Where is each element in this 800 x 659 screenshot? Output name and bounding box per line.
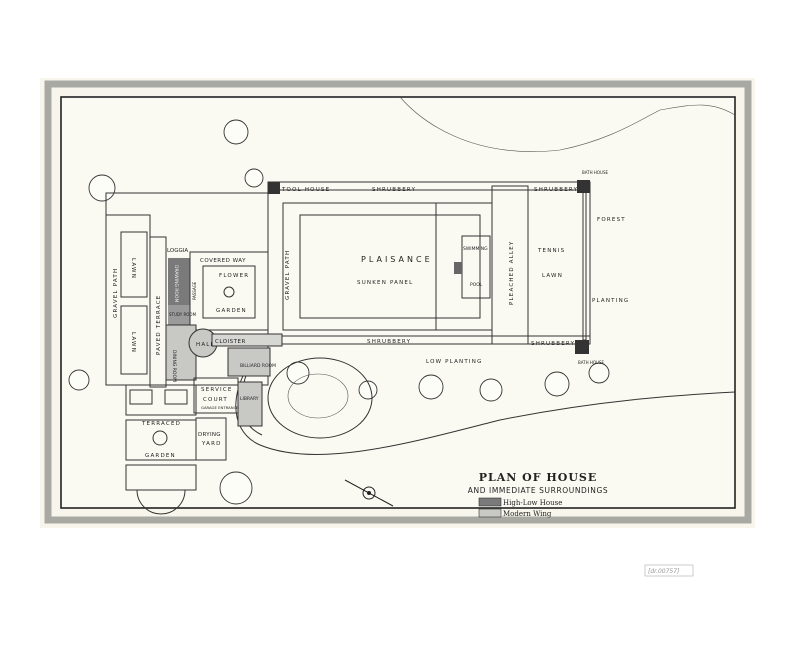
gray-frame [44, 80, 752, 524]
legend-item-modern: Modern Wing [503, 510, 552, 518]
tree-icon [358, 380, 378, 400]
label-loggia: LOGGIA [167, 248, 188, 254]
label-bath-house: BATH HOUSE [578, 360, 605, 365]
pond [267, 357, 373, 439]
tree-icon [544, 371, 570, 397]
library-modern-wing [237, 381, 263, 427]
label-forest: FOREST [597, 217, 626, 223]
label-hall: HALL [196, 342, 215, 348]
label-gravel-path: GRAVEL PATH [113, 268, 119, 318]
compass-icon [344, 479, 394, 507]
house-grounds [105, 192, 283, 515]
label-lawn: LAWN [130, 332, 136, 353]
tree-icon [418, 374, 444, 400]
legend-item-high-low: High-Low House [503, 499, 562, 507]
label-terraced: TERRACED [141, 421, 181, 427]
label-billiard-room: BILLIARD ROOM [240, 363, 276, 369]
archive-stamp-text: [dr.00757] [648, 568, 680, 575]
label-library: LIBRARY [240, 396, 259, 402]
pleached-alley [491, 185, 529, 345]
tree-icon [588, 362, 610, 384]
legend-swatch-modern [478, 508, 502, 518]
label-shrubbery: SHRUBBERY [531, 341, 575, 347]
label-drawing-room: DRAWING ROOM [173, 265, 179, 303]
label-plaisance: PLAISANCE [361, 255, 433, 264]
forest-edge [399, 96, 736, 152]
label-tennis-lawn: LAWN [542, 273, 563, 279]
label-court: COURT [203, 397, 228, 403]
legend: PLAN OF HOUSE AND IMMEDIATE SURROUNDINGS… [468, 471, 608, 518]
trees [68, 119, 610, 505]
legend-title: PLAN OF HOUSE [479, 471, 598, 484]
label-bath-house: BATH HOUSE [582, 170, 609, 175]
label-yard: YARD [201, 441, 222, 447]
bath-house-icon [575, 340, 589, 354]
tree-icon [88, 174, 116, 202]
tree-icon [479, 378, 503, 402]
archive-stamp [644, 564, 694, 577]
tool-house-icon [268, 182, 280, 194]
tree-icon [68, 369, 90, 391]
label-garage-entrance: GARAGE ENTRANCE [201, 405, 239, 410]
label-tennis: TENNIS [537, 248, 565, 254]
bath-house-icon [577, 180, 590, 193]
label-study-room: STUDY ROOM [169, 312, 197, 317]
label-terraced-garden: GARDEN [145, 453, 176, 459]
label-garden: GARDEN [216, 308, 247, 314]
label-pleached-alley: PLEACHED ALLEY [509, 241, 515, 305]
label-planting: PLANTING [592, 298, 629, 304]
label-lawn: LAWN [130, 258, 136, 279]
drawing-room-high-low [168, 258, 190, 305]
tree-icon [244, 168, 264, 188]
label-service: SERVICE [201, 387, 233, 393]
legend-swatch-high-low [478, 497, 502, 507]
dining-modern-wing [165, 324, 197, 381]
label-pool: POOL [470, 282, 483, 288]
label-sunken-panel: SUNKEN PANEL [357, 280, 413, 286]
inner-border [60, 96, 736, 509]
label-shrubbery: SHRUBBERY [367, 339, 411, 345]
tree-icon [223, 119, 249, 145]
drive [235, 349, 736, 455]
label-gravel-path: GRAVEL PATH [285, 250, 291, 300]
label-drying: DRYING [198, 432, 221, 438]
label-covered-way: COVERED WAY [200, 258, 246, 264]
label-passage: PASSAGE [192, 281, 197, 300]
label-cloister: CLOISTER [215, 339, 246, 345]
plaisance-area [267, 180, 591, 354]
label-shrubbery: SHRUBBERY [534, 187, 578, 193]
legend-subtitle: AND IMMEDIATE SURROUNDINGS [468, 486, 608, 495]
tree-icon [219, 471, 253, 505]
label-dining-room: DINING ROOM [171, 350, 177, 382]
label-low-planting: LOW PLANTING [426, 359, 483, 365]
label-paved-terrace: PAVED TERRACE [156, 295, 162, 355]
label-swimming: SWIMMING [463, 246, 488, 252]
label-flower: FLOWER [219, 273, 249, 279]
label-tool-house: TOOL HOUSE [281, 187, 330, 193]
label-shrubbery: SHRUBBERY [372, 187, 416, 193]
